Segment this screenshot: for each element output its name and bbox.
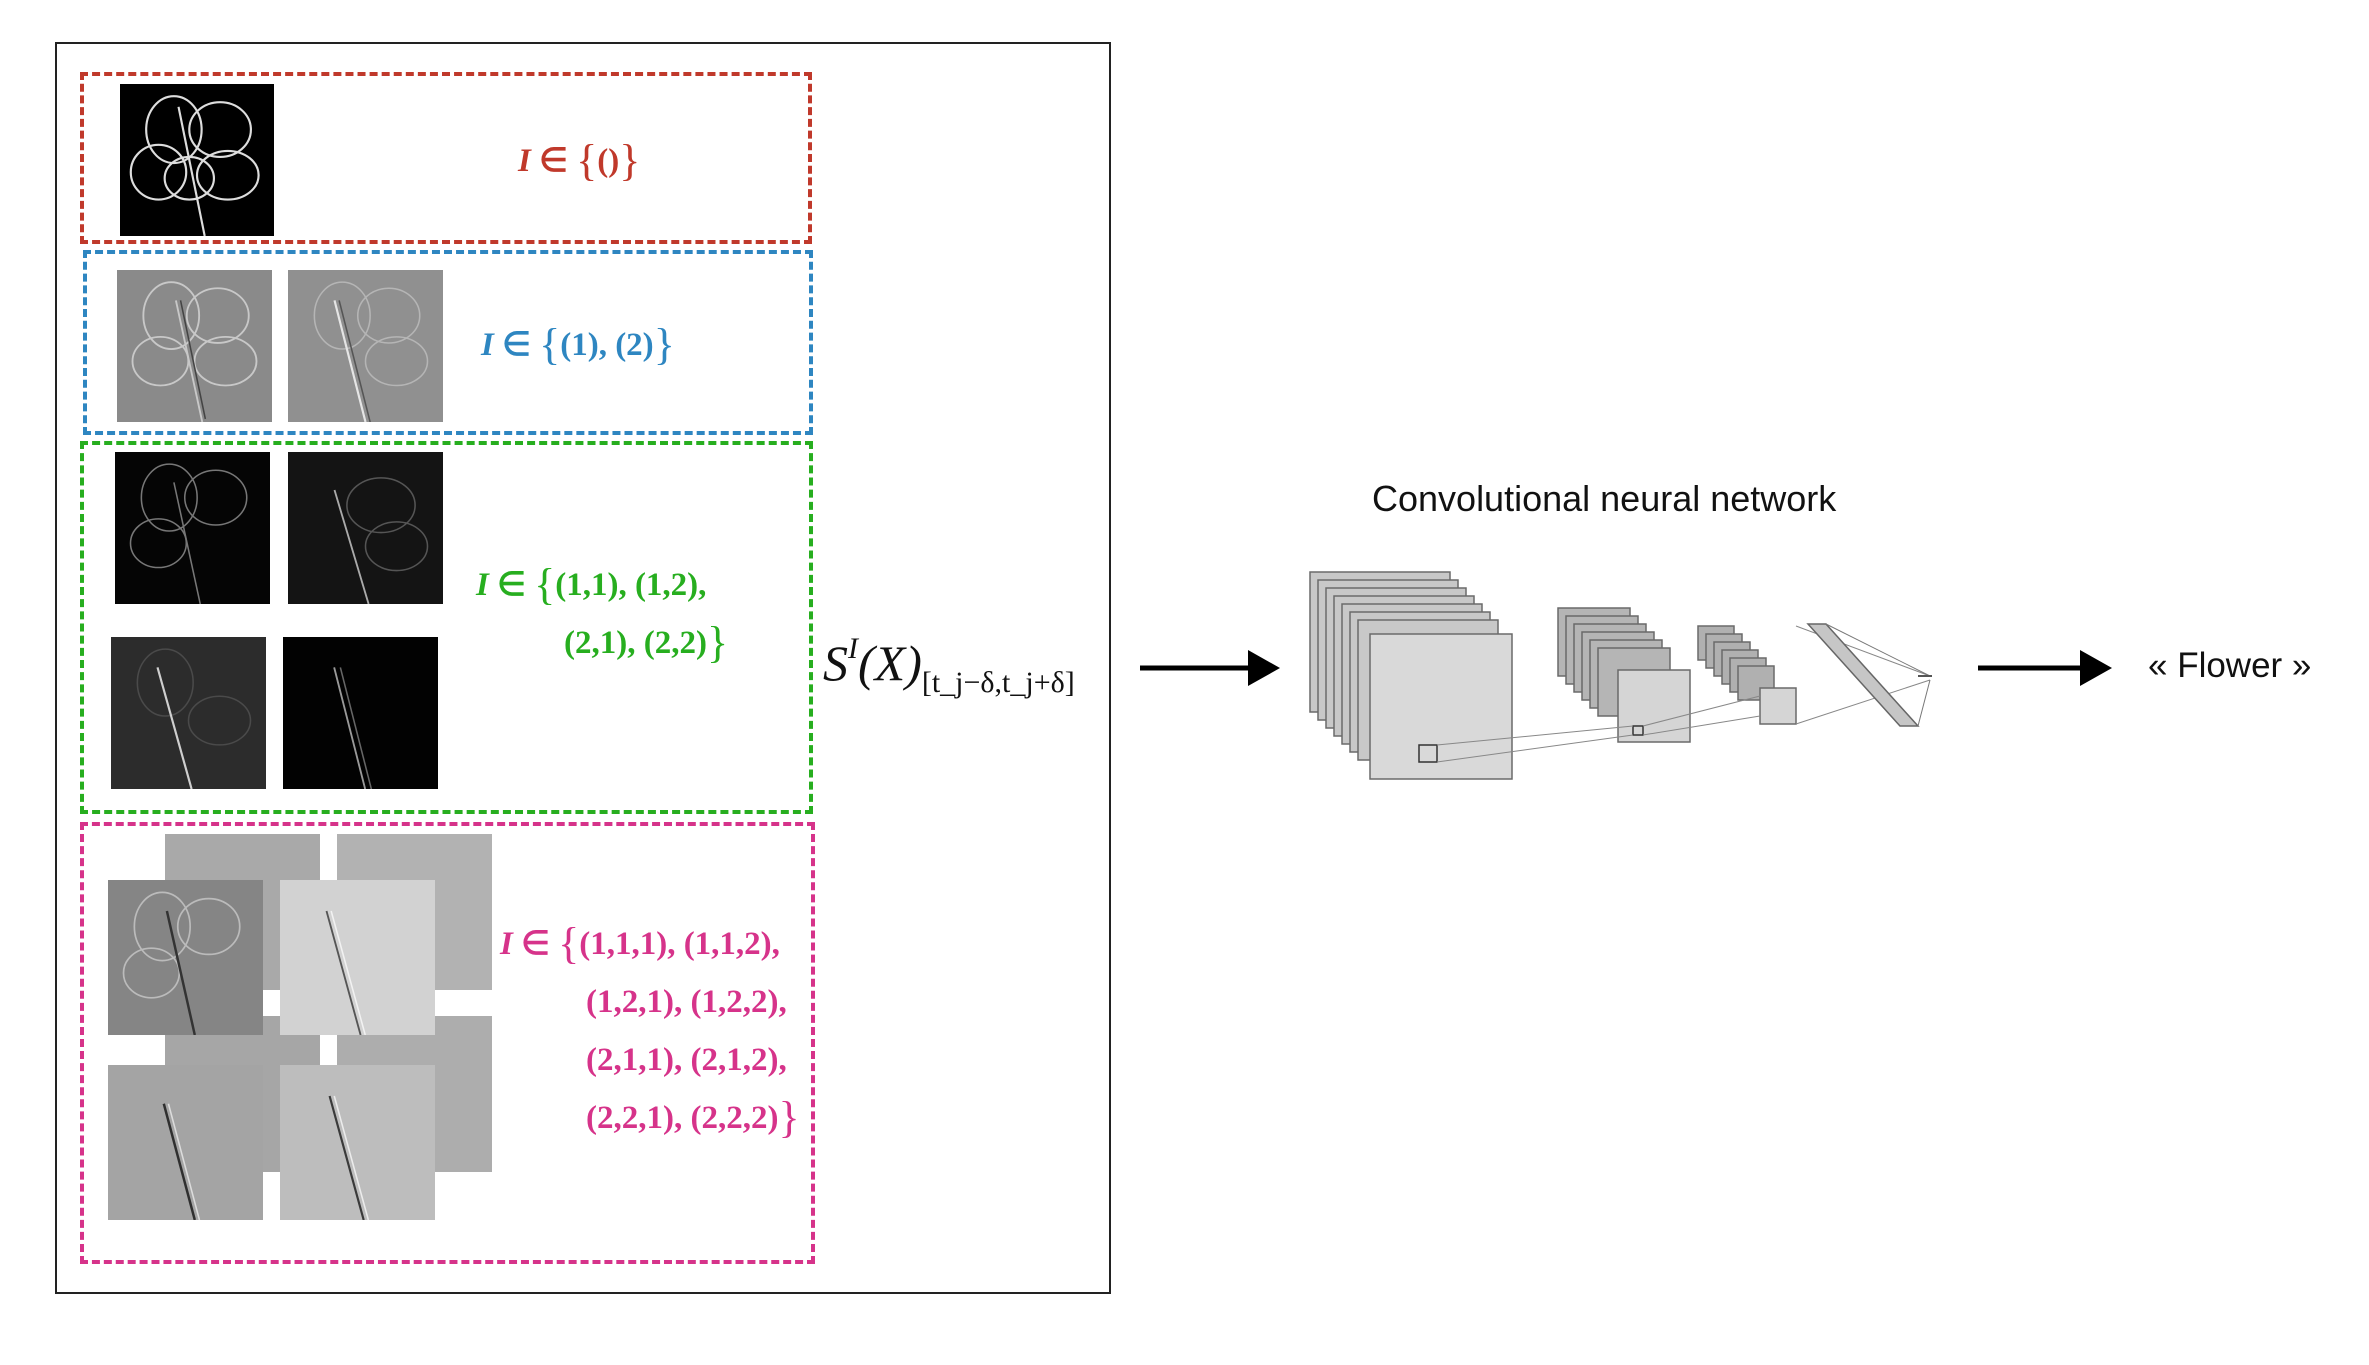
- order-1-image-2: [288, 270, 443, 422]
- cnn-projection-lines: [1436, 625, 1931, 763]
- cnn-layer-3: [1697, 625, 1797, 725]
- order-2-image-1: [115, 452, 270, 604]
- output-label: « Flower »: [2148, 646, 2312, 685]
- order-1-image-1: [117, 270, 272, 422]
- signature-base: S: [823, 635, 848, 691]
- order-0-image: [120, 84, 274, 236]
- order-1-group-box: [83, 250, 813, 435]
- index-symbol: I: [518, 143, 531, 179]
- close-brace: }: [619, 136, 641, 185]
- element-of-symbol: ∈: [488, 567, 535, 603]
- cnn-title: Convolutional neural network: [1372, 478, 1837, 519]
- index-tuples: (): [597, 143, 620, 179]
- signature-panel-frame: [55, 42, 1111, 1294]
- open-brace: {: [539, 320, 561, 369]
- index-tuples: (1), (2): [560, 327, 654, 363]
- order-1-index-set: I ∈ {(1), (2)}: [481, 316, 675, 374]
- order-2-image-3: [111, 637, 266, 789]
- open-brace: {: [576, 136, 598, 185]
- signature-label: SI(X)[t_j−δ,t_j+δ]: [823, 632, 1075, 700]
- order-2-image-4: [283, 637, 438, 789]
- index-symbol: I: [481, 327, 494, 363]
- element-of-symbol: ∈: [530, 143, 577, 179]
- index-tuples-line-1: (1,1), (1,2),: [555, 567, 707, 603]
- signature-argument: (X): [858, 635, 922, 691]
- index-tuples-line-2: (1,2,1), (1,2,2),: [586, 984, 787, 1020]
- cnn-layer-1: [1309, 571, 1513, 780]
- signature-window-sub: [t_j−δ,t_j+δ]: [921, 666, 1075, 699]
- element-of-symbol: ∈: [512, 926, 559, 962]
- element-of-symbol: ∈: [493, 327, 540, 363]
- cnn-layer-2: [1557, 607, 1691, 743]
- open-brace: {: [534, 560, 556, 609]
- index-tuples-line-1: (1,1,1), (1,1,2),: [579, 926, 780, 962]
- order-3-group-box: [80, 822, 815, 1264]
- input-arrow: [1140, 650, 1280, 686]
- order-3-image-2: [280, 880, 435, 1035]
- order-2-group-box: [80, 441, 813, 814]
- order-3-index-set: I ∈ {(1,1,1), (1,1,2), (1,2,1), (1,2,2),…: [500, 915, 800, 1147]
- index-tuples-line-2: (2,1), (2,2): [564, 625, 707, 661]
- open-brace: {: [558, 919, 580, 968]
- cnn-dense-layer: [1806, 623, 1932, 727]
- order-3-image-4: [280, 1065, 435, 1220]
- close-brace: }: [653, 320, 675, 369]
- index-tuples-line-4: (2,2,1), (2,2,2): [586, 1100, 779, 1136]
- order-0-index-set: I ∈ {()}: [518, 132, 640, 190]
- signature-index-sup: I: [848, 632, 858, 665]
- index-symbol: I: [476, 567, 489, 603]
- order-3-image-1: [108, 880, 263, 1035]
- order-2-image-2: [288, 452, 443, 604]
- close-brace: }: [778, 1093, 800, 1142]
- order-2-index-set: I ∈ {(1,1), (1,2), (2,1), (2,2)}: [476, 556, 728, 672]
- order-3-image-3: [108, 1065, 263, 1220]
- index-symbol: I: [500, 926, 513, 962]
- index-tuples-line-3: (2,1,1), (2,1,2),: [586, 1042, 787, 1078]
- output-arrow: [1978, 650, 2112, 686]
- order-0-group-box: [80, 72, 812, 244]
- close-brace: }: [706, 618, 729, 667]
